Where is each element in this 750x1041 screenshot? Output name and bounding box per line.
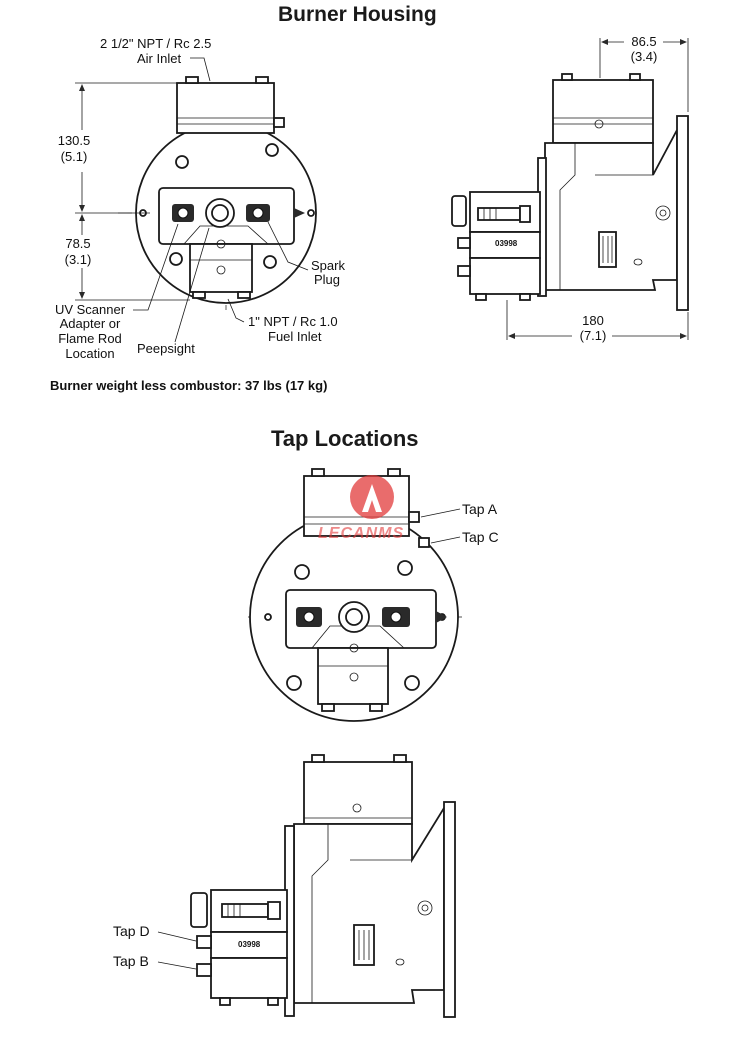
dimension-180: 180 (582, 313, 604, 328)
air-inlet-label-line1: 2 1/2" NPT / Rc 2.5 (100, 36, 212, 51)
burner-housing-title: Burner Housing (278, 3, 437, 26)
fuel-inlet-label-line2: Fuel Inlet (268, 329, 322, 344)
fuel-inlet-label-line1: 1" NPT / Rc 1.0 (248, 314, 338, 329)
spark-plug-label-line2: Plug (314, 272, 341, 287)
uv-scanner-label-line1: UV Scanner (54, 302, 126, 317)
dimension-180-inches: (7.1) (579, 328, 607, 343)
watermark-logo (350, 475, 394, 519)
dimension-130-5: 130.5 (57, 133, 91, 148)
uv-scanner-label-line3: Flame Rod (58, 331, 122, 346)
peepsight-label: Peepsight (137, 341, 195, 356)
dimension-86-5: 86.5 (631, 34, 657, 49)
dimension-130-5-inches: (5.1) (60, 149, 88, 164)
part-number-label-2: 03998 (238, 940, 261, 949)
uv-scanner-label-line4: Location (65, 346, 115, 361)
spark-plug-label-line1: Spark (311, 258, 345, 273)
tap-c-label: Tap C (462, 529, 499, 545)
tap-d-label: Tap D (113, 923, 150, 939)
tap-a-label: Tap A (462, 501, 498, 517)
watermark-text: LECANMS (318, 525, 405, 542)
dimension-86-5-inches: (3.4) (630, 49, 658, 64)
dimension-78-5: 78.5 (65, 236, 91, 251)
weight-note: Burner weight less combustor: 37 lbs (17… (50, 378, 328, 393)
tap-b-label: Tap B (113, 953, 149, 969)
air-inlet-label-line2: Air Inlet (137, 51, 182, 66)
uv-scanner-label-line2: Adapter or (59, 316, 121, 331)
part-number-label: 03998 (495, 239, 518, 248)
dimension-78-5-inches: (3.1) (64, 252, 92, 267)
tap-locations-title: Tap Locations (271, 426, 419, 451)
